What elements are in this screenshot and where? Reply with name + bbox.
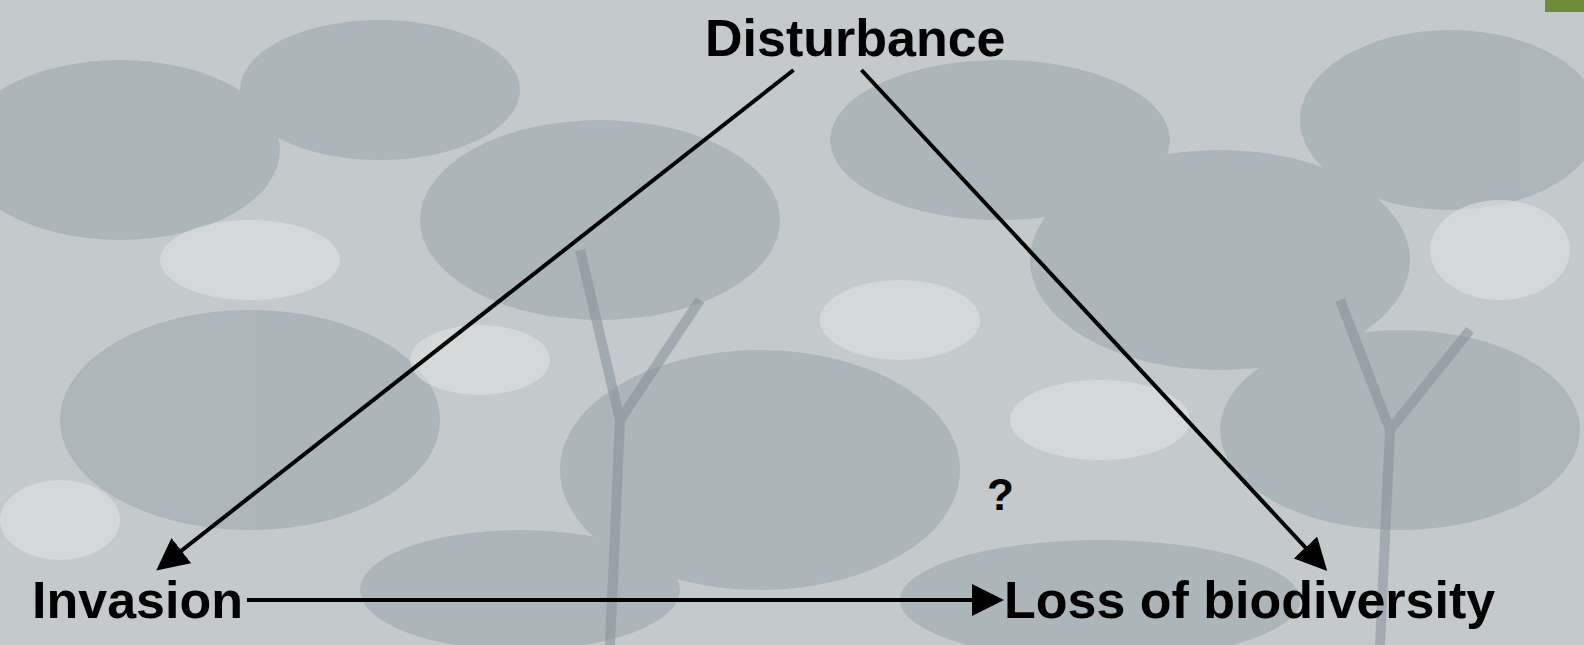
arrow-connector	[159, 70, 793, 568]
concept-text: Invasion	[32, 570, 243, 630]
concept-node: Invasion	[28, 568, 247, 632]
question-mark-label: ?	[987, 470, 1014, 520]
foliage-shadows	[0, 20, 1584, 645]
concept-node: Disturbance	[701, 6, 1010, 70]
arrow-connector	[247, 598, 1000, 602]
photo-corner	[1545, 0, 1584, 12]
concept-node: Loss of biodiversity	[1000, 568, 1499, 632]
concept-text: Loss of biodiversity	[1004, 570, 1495, 630]
concept-text: Disturbance	[705, 8, 1006, 68]
arrow-connector	[861, 70, 1324, 568]
